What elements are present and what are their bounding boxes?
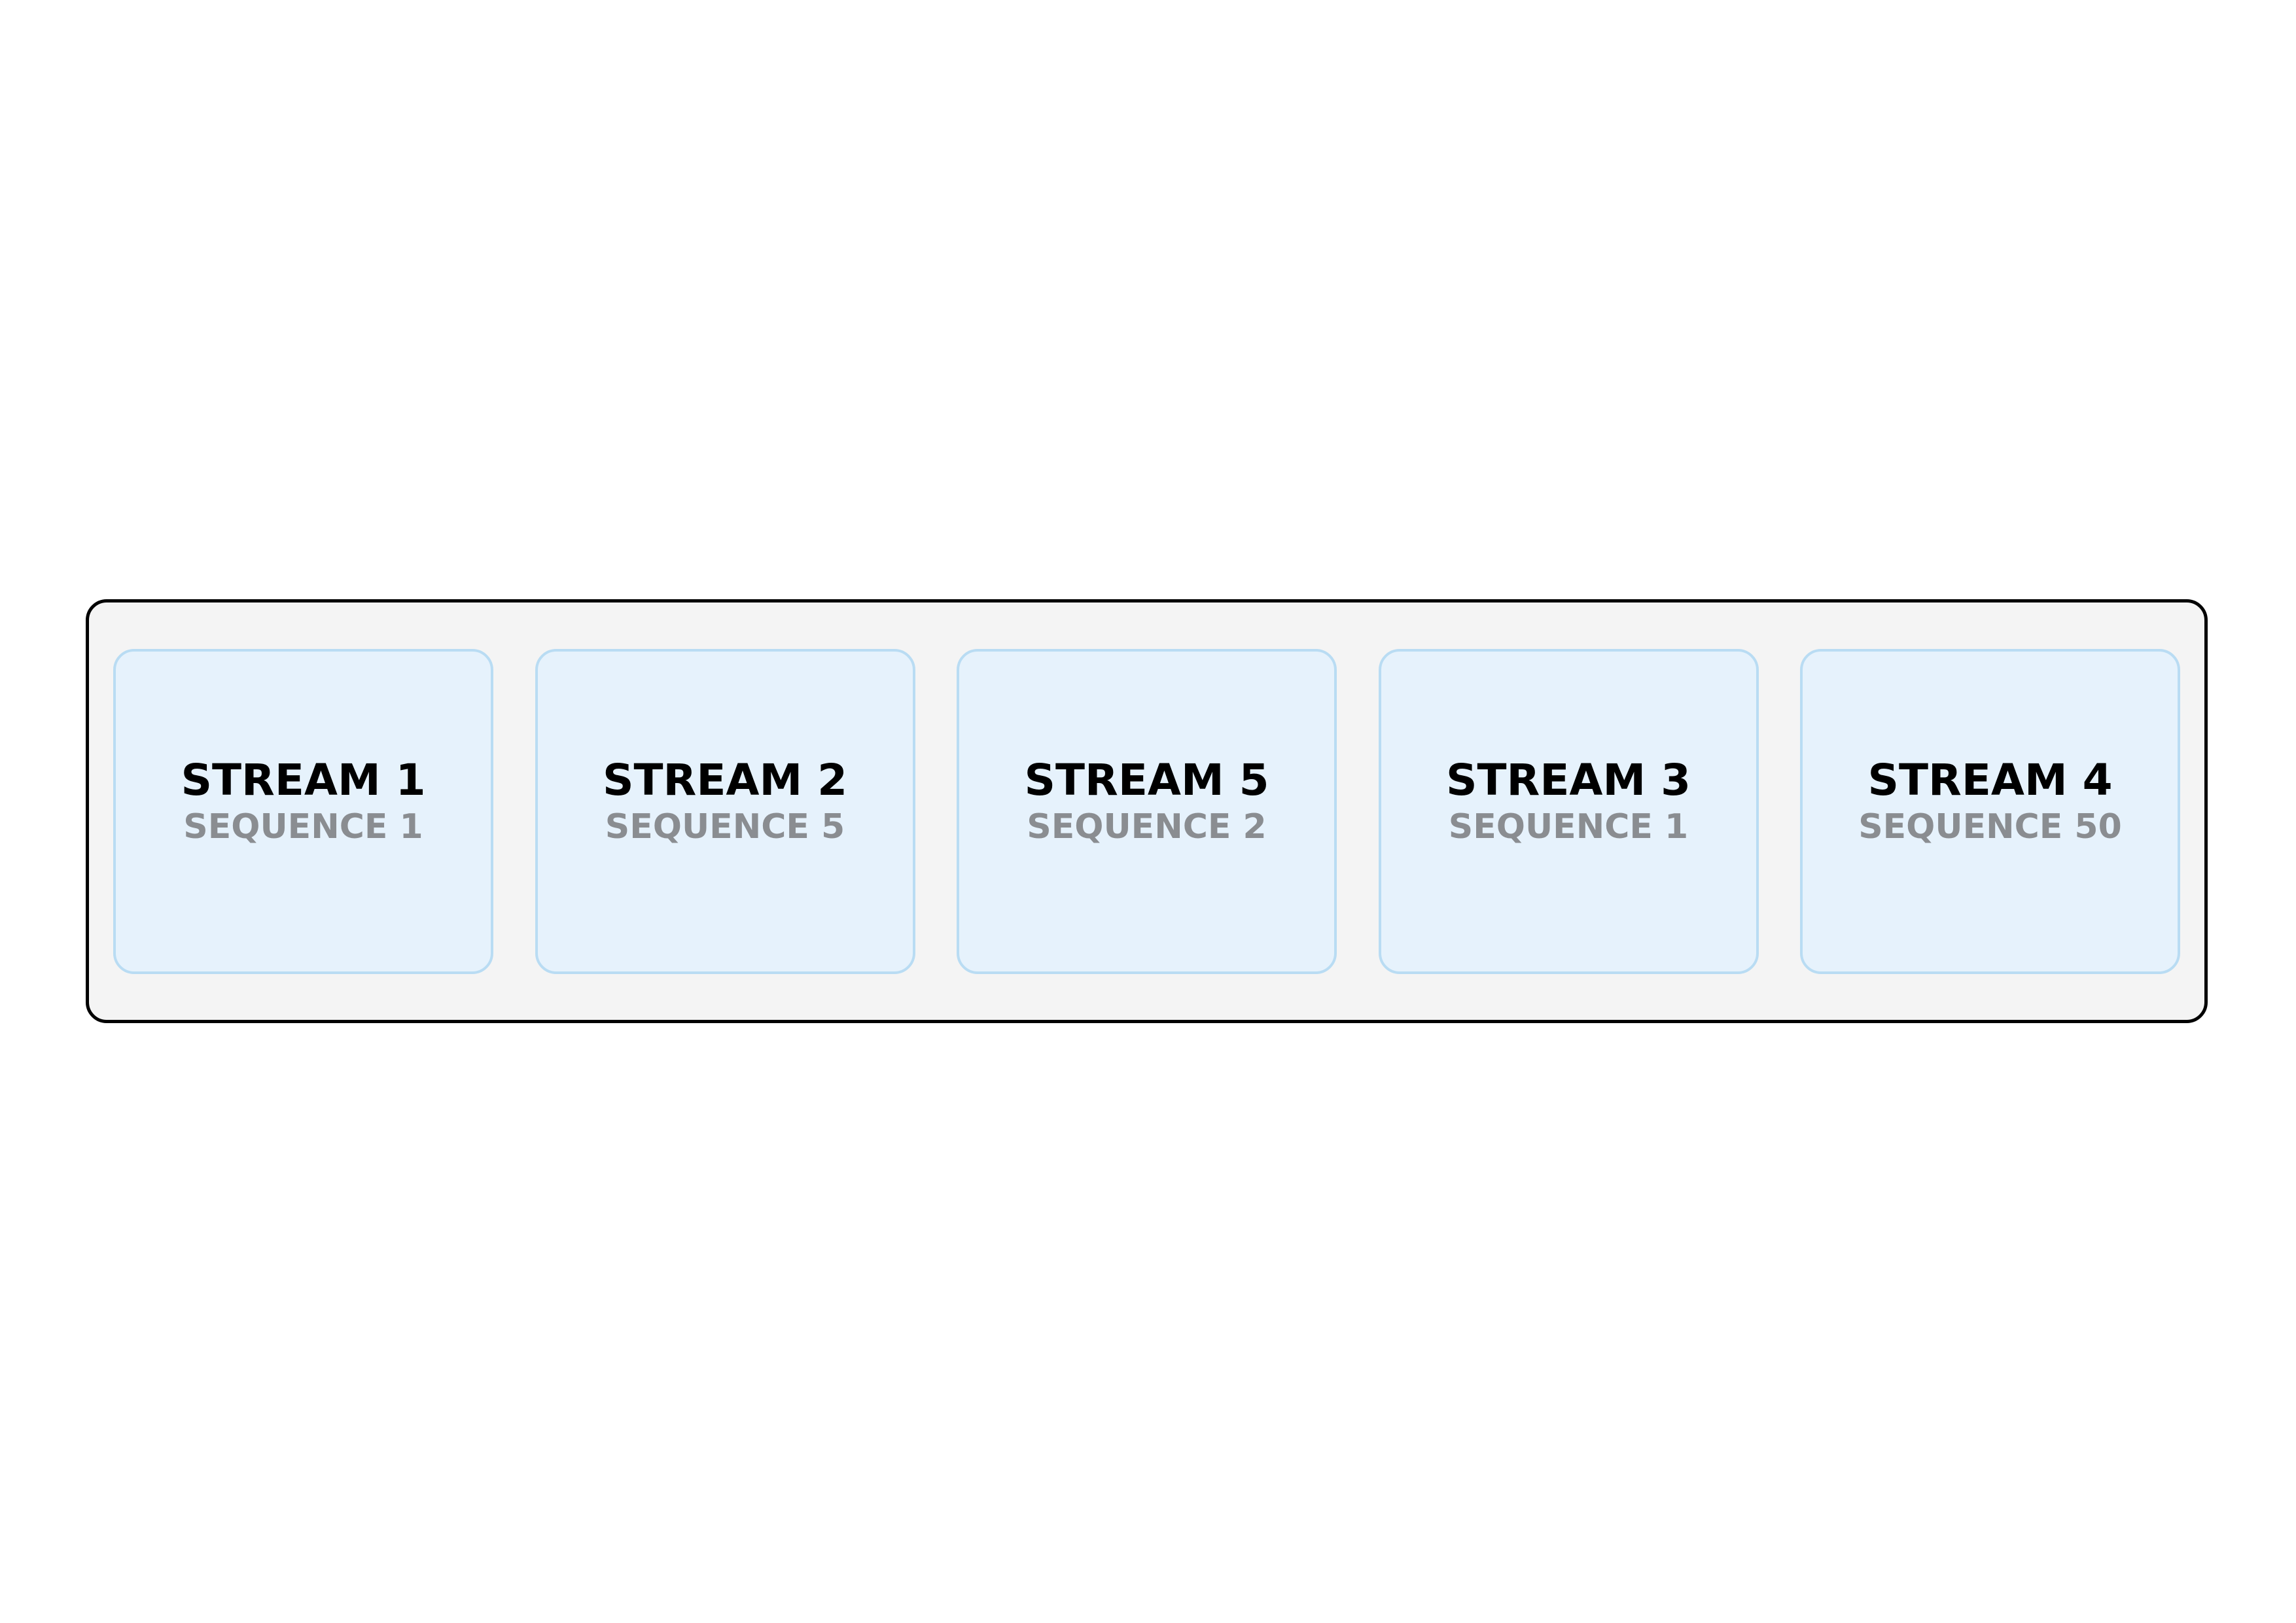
stream-container: STREAM 1 SEQUENCE 1 STREAM 2 SEQUENCE 5 …: [86, 599, 2208, 1023]
stream-sequence: SEQUENCE 1: [1448, 807, 1689, 846]
stream-sequence: SEQUENCE 5: [605, 807, 845, 846]
stream-sequence: SEQUENCE 1: [183, 807, 423, 846]
stream-sequence: SEQUENCE 2: [1027, 807, 1267, 846]
stream-title: STREAM 4: [1867, 755, 2113, 805]
stream-card: STREAM 1 SEQUENCE 1: [113, 648, 493, 974]
stream-title: STREAM 3: [1445, 755, 1691, 805]
stream-card: STREAM 3 SEQUENCE 1: [1378, 648, 1759, 974]
stream-card: STREAM 2 SEQUENCE 5: [535, 648, 915, 974]
stream-card: STREAM 4 SEQUENCE 50: [1800, 648, 2180, 974]
stream-card: STREAM 5 SEQUENCE 2: [957, 648, 1337, 974]
stream-sequence: SEQUENCE 50: [1858, 807, 2122, 846]
stream-title: STREAM 2: [602, 755, 848, 805]
stream-title: STREAM 1: [181, 755, 426, 805]
stream-title: STREAM 5: [1024, 755, 1269, 805]
